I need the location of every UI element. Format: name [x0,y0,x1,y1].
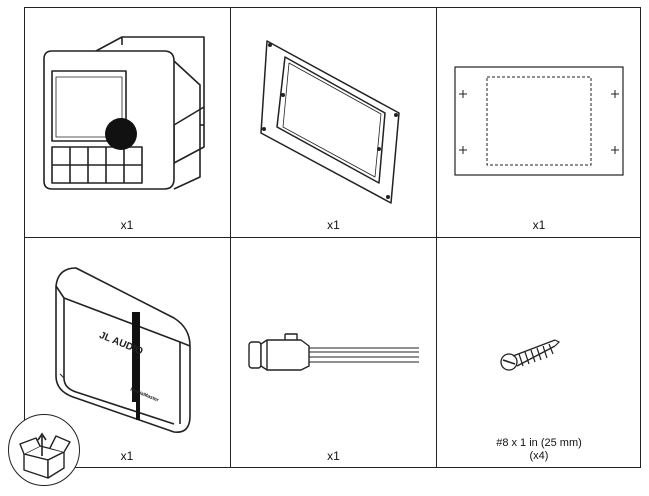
screw-label: #8 x 1 in (25 mm) [496,437,582,449]
template-qty: x1 [532,218,546,232]
gasket-illustration [260,40,400,204]
cell-screw: #8 x 1 in (25 mm) (x4) [437,238,641,468]
cover-qty: x1 [120,449,134,463]
head-unit-illustration [43,36,205,190]
harness-illustration [248,333,419,371]
cell-template: x1 [437,7,641,237]
cell-head-unit: x1 [24,7,230,237]
volume-knob [105,118,137,150]
cell-harness: x1 [231,238,436,468]
open-box-badge [8,414,80,486]
divider [24,237,641,238]
harness-qty: x1 [327,449,340,463]
screw-illustration [500,339,561,371]
head-unit-qty: x1 [120,218,134,232]
screw-qty: (x4) [529,450,549,462]
gasket-qty: x1 [327,218,340,232]
cover-illustration: JL AUDIO MediaMaster [55,267,191,433]
cell-cover: JL AUDIO MediaMaster x1 [24,238,230,468]
cell-gasket: x1 [231,7,436,237]
open-box-icon [19,432,71,479]
template-illustration [454,66,624,176]
